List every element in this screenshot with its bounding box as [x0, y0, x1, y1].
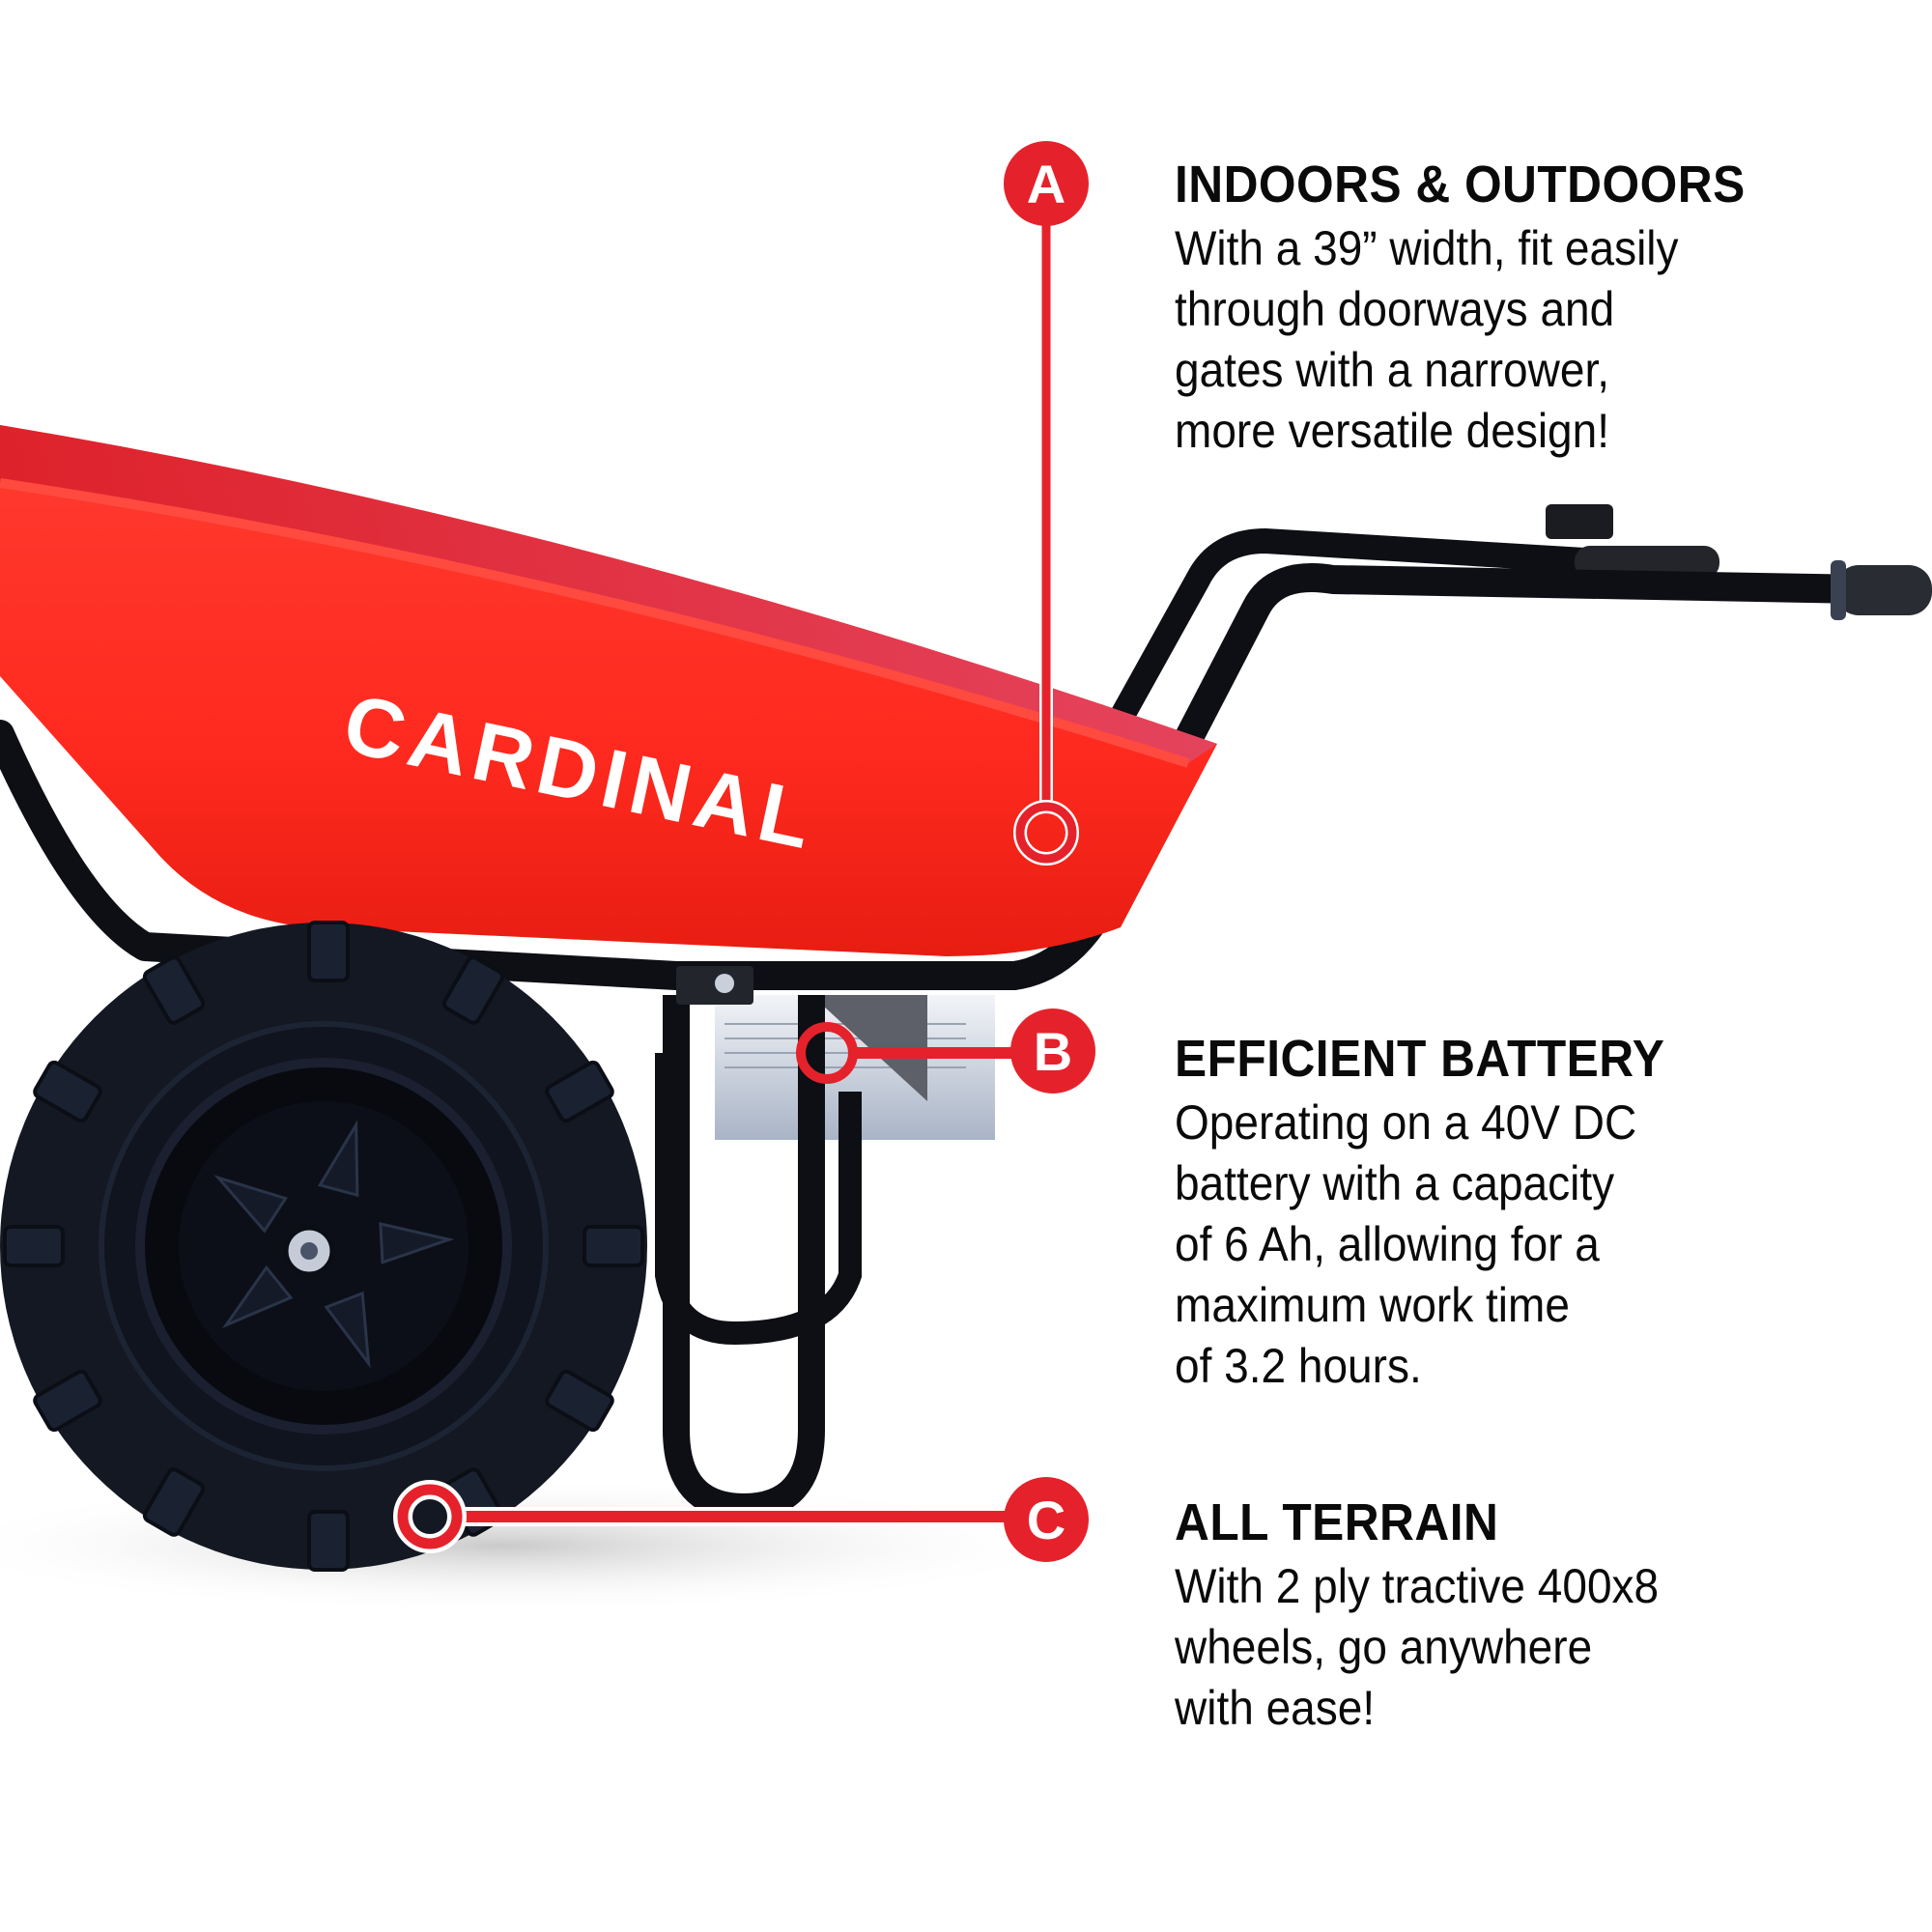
frame-near	[0, 563, 1879, 990]
target-ring-b	[796, 1022, 858, 1084]
tray-rim	[0, 478, 1190, 768]
target-ring-c	[397, 1484, 463, 1549]
tray-body	[0, 425, 1217, 956]
callout-badge-a: A	[1004, 141, 1089, 226]
feature-heading: EFFICIENT BATTERY	[1175, 1030, 1665, 1088]
leg-mount	[676, 966, 753, 1005]
grip-near	[1835, 565, 1932, 615]
target-ring-a	[1015, 802, 1077, 864]
feature-description: Operating on a 40V DC battery with a cap…	[1175, 1095, 1637, 1393]
wheel	[0, 921, 647, 1572]
handle-far	[1089, 527, 1597, 766]
feature-description: With a 39” width, fit easily through doo…	[1175, 221, 1679, 458]
feature-description: With 2 ply tractive 400x8 wheels, go any…	[1175, 1559, 1660, 1735]
feature-all-terrain: ALL TERRAIN With 2 ply tractive 400x8 wh…	[1175, 1492, 1909, 1739]
bolt	[715, 974, 734, 993]
tray-inner	[0, 425, 1217, 763]
feature-efficient-battery: EFFICIENT BATTERY Operating on a 40V DC …	[1175, 1029, 1909, 1397]
grip-collar	[1831, 560, 1846, 620]
throttle-control	[1546, 504, 1613, 539]
callout-badge-c: C	[1004, 1477, 1089, 1562]
leg-far	[655, 1053, 862, 1346]
feature-heading: ALL TERRAIN	[1175, 1493, 1499, 1551]
callout-badge-b: B	[1010, 1009, 1095, 1094]
feature-heading: INDOORS & OUTDOORS	[1175, 156, 1746, 213]
feature-indoors-outdoors: INDOORS & OUTDOORS With a 39” width, fit…	[1175, 155, 1909, 462]
